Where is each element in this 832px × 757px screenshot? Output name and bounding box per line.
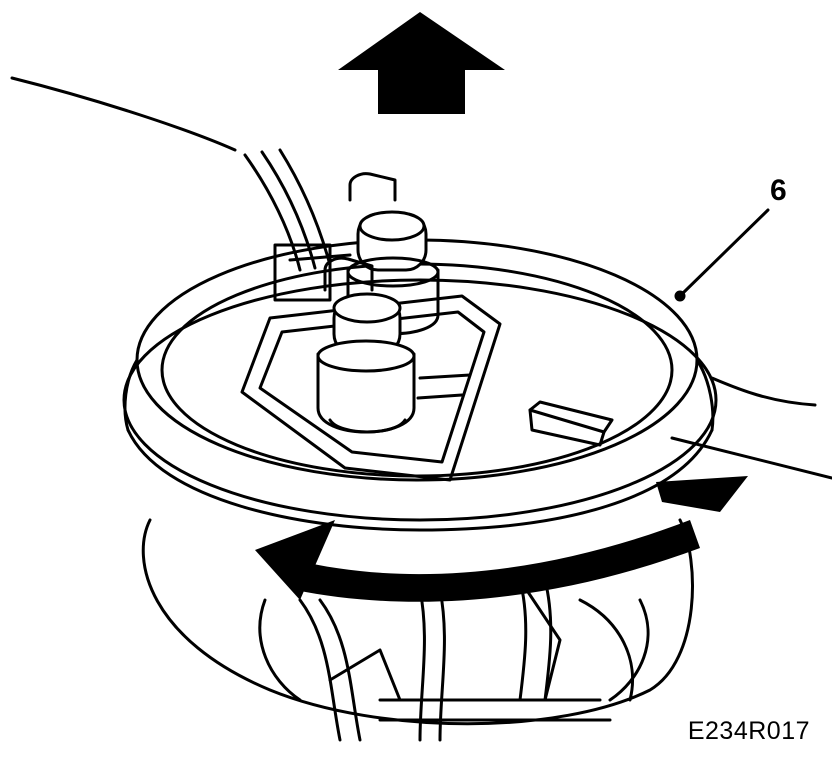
callout-dot xyxy=(676,292,684,300)
connector-rear xyxy=(348,174,438,334)
connector-front xyxy=(318,258,414,432)
rotate-counterclockwise-arrow xyxy=(255,476,748,602)
callout-label: 6 xyxy=(770,174,787,207)
figure-code: E234R017 xyxy=(687,717,810,745)
strap xyxy=(712,378,815,405)
callout-leader-line xyxy=(682,210,768,294)
connector-plate xyxy=(242,245,500,480)
wire-harness xyxy=(12,78,330,270)
flange-tab xyxy=(530,402,612,445)
fuel-line-right xyxy=(672,438,832,478)
pump-body xyxy=(143,520,692,740)
lift-up-arrow xyxy=(338,12,505,114)
